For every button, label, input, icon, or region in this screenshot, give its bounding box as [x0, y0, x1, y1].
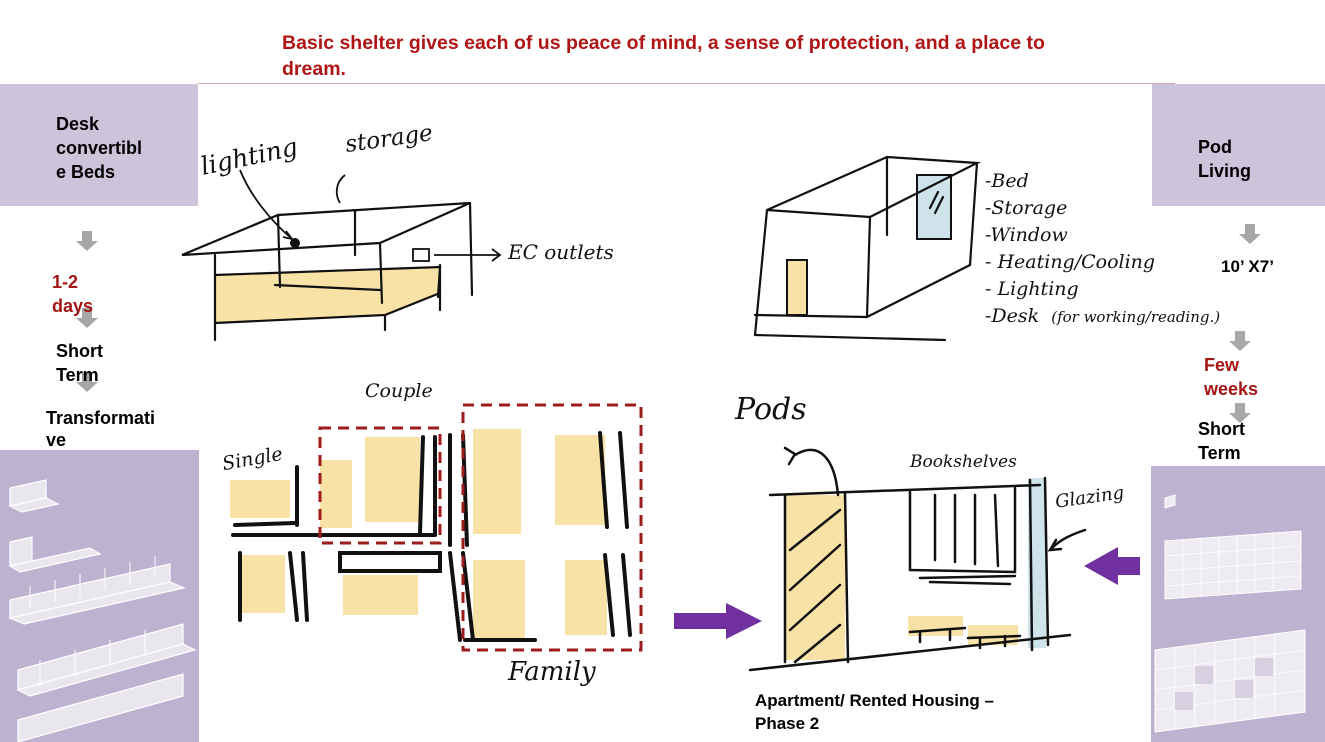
pod-living-label: Pod Living [1198, 137, 1251, 181]
desk-bed-models-drawing [8, 479, 197, 742]
headline: Basic shelter gives each of us peace of … [282, 32, 1045, 80]
down-arrow-3 [76, 372, 98, 392]
down-arrow-5 [1229, 331, 1251, 351]
label-pods: Pods [735, 392, 807, 427]
down-arrow-2 [76, 308, 98, 328]
label-family: Family [508, 657, 596, 687]
pod-feature-list: -Bed -Storage -Window - Heating/Cooling … [985, 170, 1221, 327]
arrow-from-pods [1084, 547, 1140, 585]
down-arrow-1 [76, 231, 98, 251]
right-flow-arrows [1229, 224, 1261, 423]
desk-bed-sketch [181, 169, 502, 342]
label-ec-outlets: EC outlets [508, 240, 614, 264]
pod-desk-note: (for working/reading.) [1051, 308, 1221, 326]
desk-bed-models-image [0, 450, 199, 742]
pod-sketch [753, 155, 982, 342]
label-bookshelves: Bookshelves [910, 452, 1017, 472]
desk-beds-box [0, 84, 198, 206]
headline-divider [198, 83, 1175, 84]
pod-living-box [1152, 84, 1325, 206]
pod-column [785, 495, 845, 660]
unit-layout-sketch [230, 403, 643, 652]
left-duration: 1-2 days [52, 272, 94, 316]
label-couple: Couple [365, 380, 433, 402]
left-transformative: Transformati ve [46, 408, 156, 450]
couple-dashed-outline [318, 426, 442, 545]
pod-size: 10’ X7’ [1221, 257, 1274, 276]
bed-mattress [215, 267, 440, 323]
left-term: Short Term [56, 341, 103, 385]
pod-models-drawing [1154, 494, 1306, 733]
down-arrow-6 [1229, 403, 1251, 423]
desk-beds-label: Desk convertibl e Beds [56, 114, 143, 182]
right-duration: Few weeks [1204, 355, 1259, 399]
apartment-sketch [748, 446, 1087, 672]
down-arrow-4 [1239, 224, 1261, 244]
pod-window [916, 174, 952, 240]
right-term: Short Term [1198, 419, 1245, 463]
family-dashed-outline [461, 403, 643, 652]
arrow-to-apartment [674, 603, 762, 639]
apartment-caption: Apartment/ Rented Housing – Phase 2 [755, 691, 994, 733]
left-flow-arrows [76, 231, 98, 392]
pod-models-image [1151, 466, 1325, 742]
